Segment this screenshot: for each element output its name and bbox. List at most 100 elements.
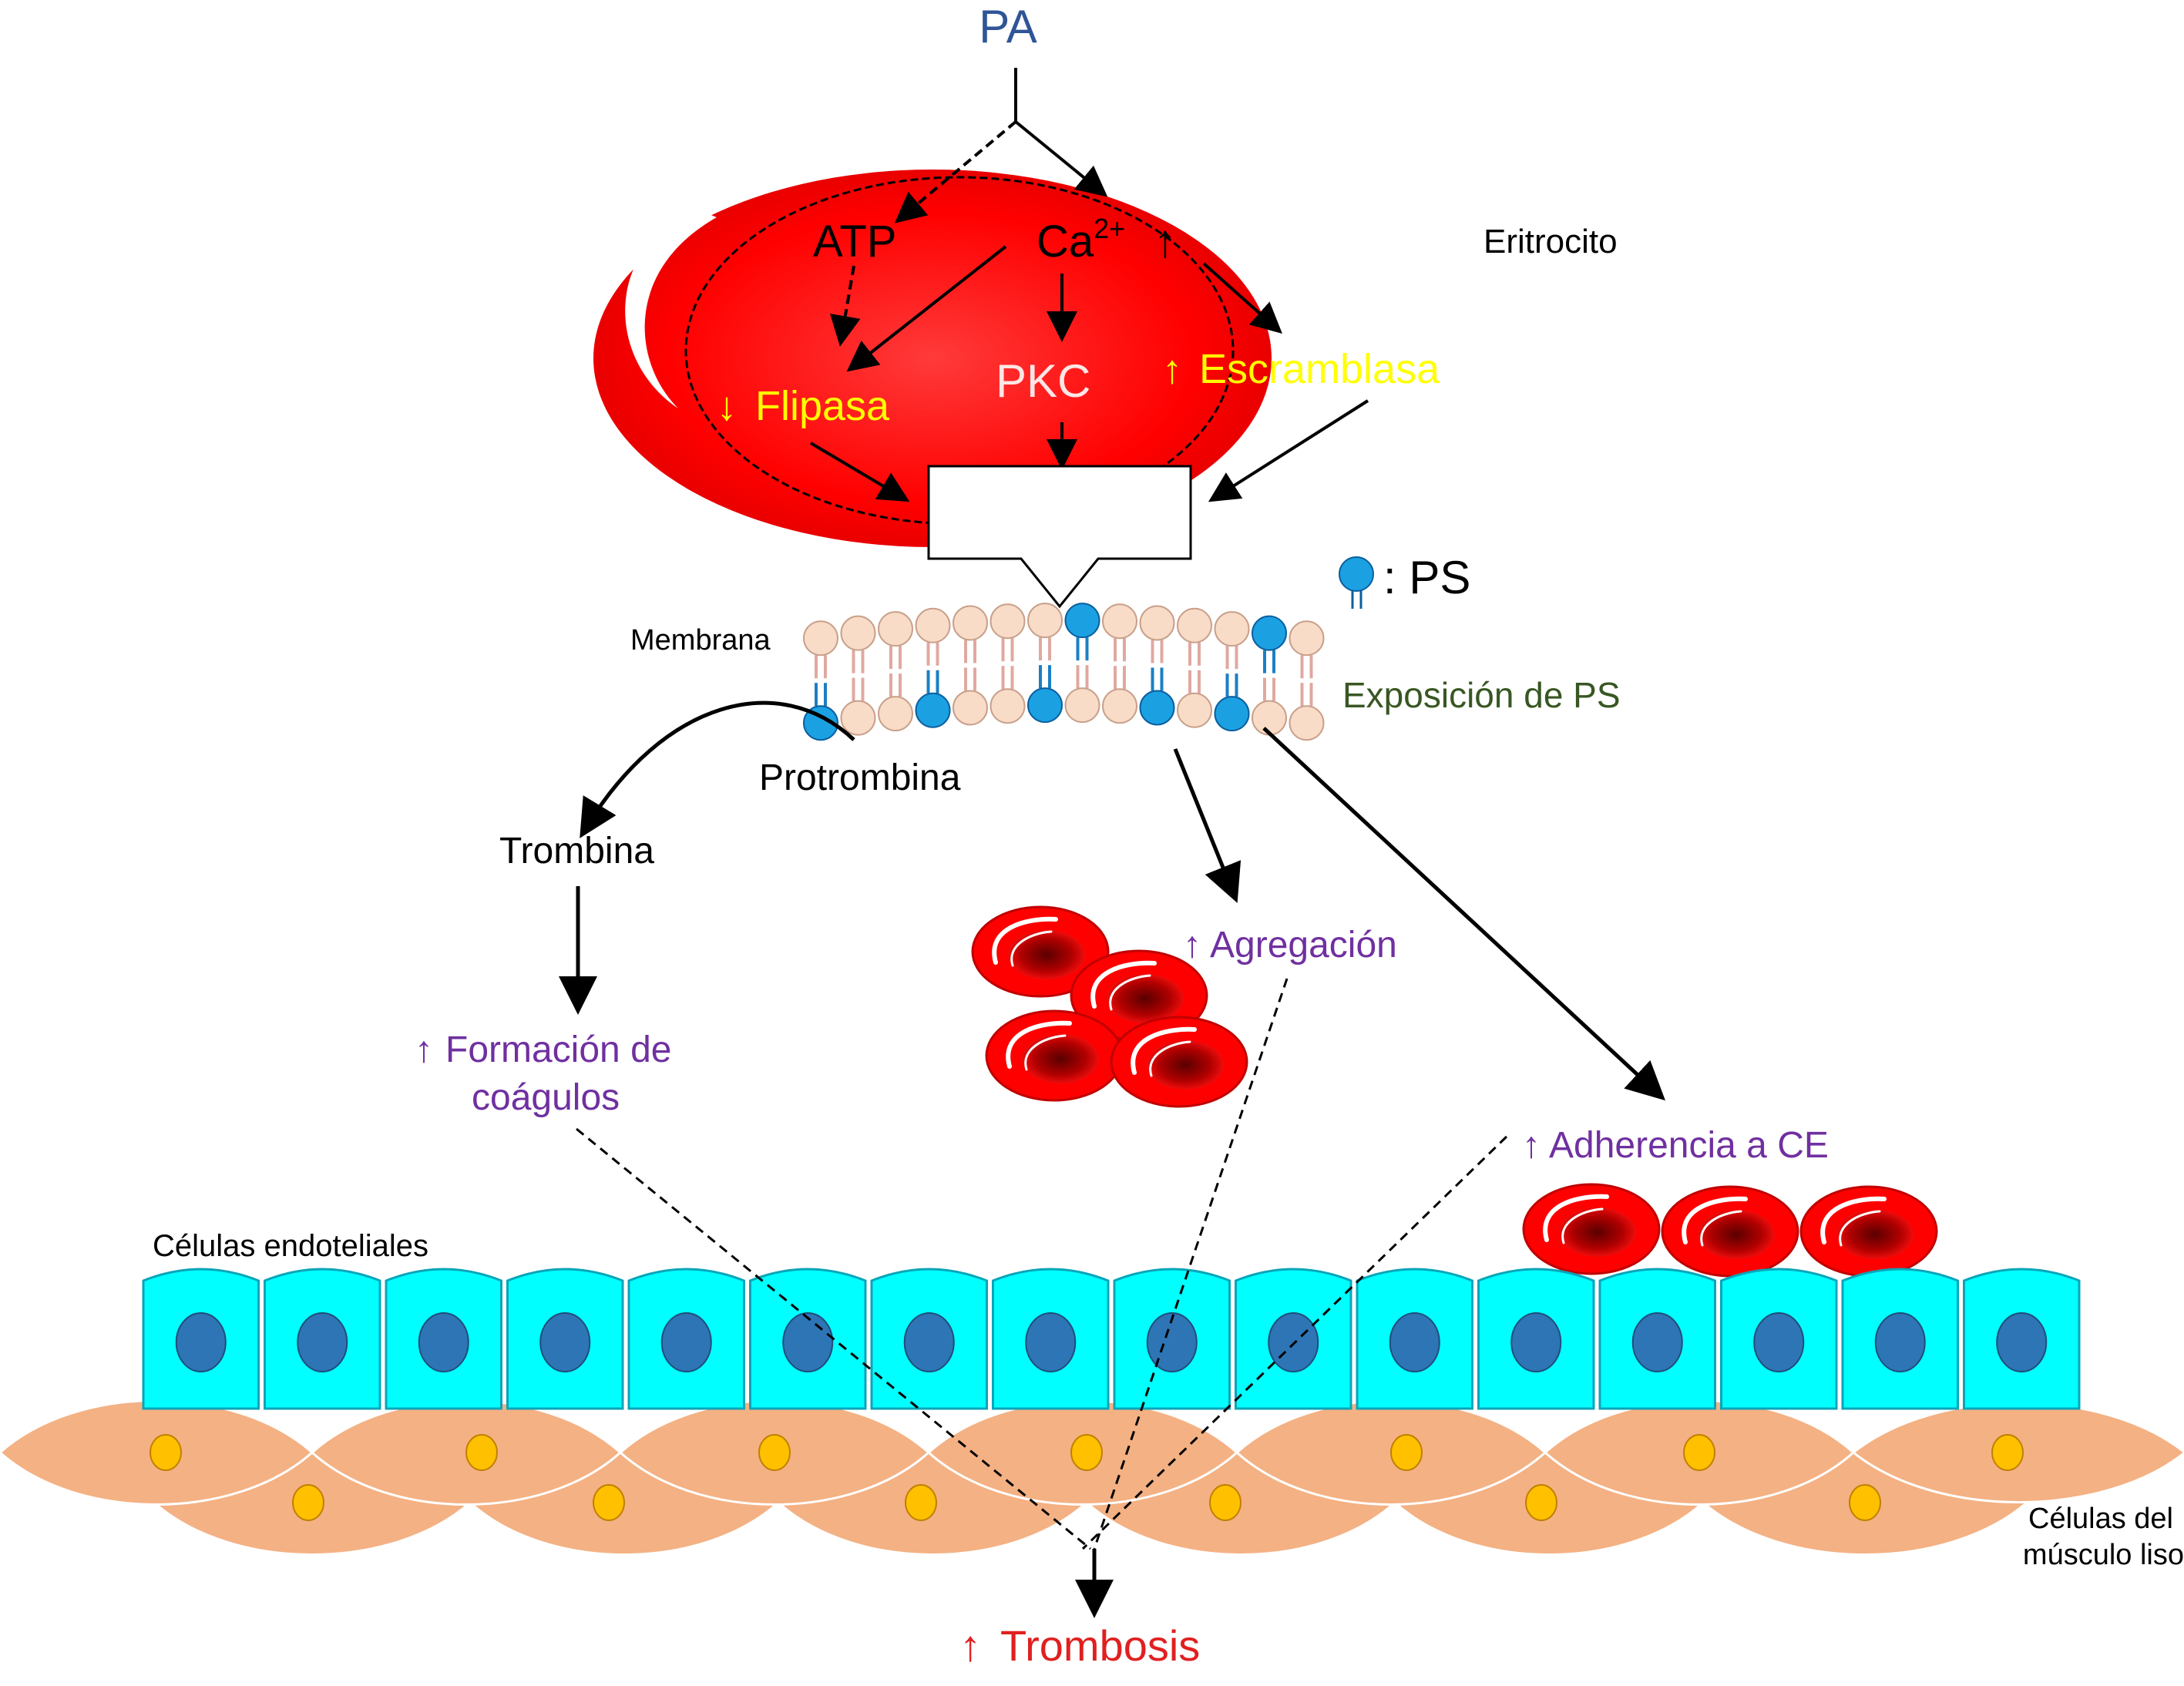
arrow-ps-to-adherencia xyxy=(1262,727,1665,1101)
endothelial-nucleus xyxy=(1874,1312,1926,1372)
aggregated-rbc-cluster xyxy=(973,907,1247,1107)
muscle-nucleus xyxy=(292,1484,324,1521)
endothelial-nucleus xyxy=(660,1312,712,1372)
muscle-nucleus xyxy=(1849,1484,1881,1521)
arrow-atp-to-flipasa xyxy=(830,265,861,347)
lipid-head xyxy=(840,700,876,736)
ps-head xyxy=(1252,615,1287,651)
phospholipid-pair xyxy=(915,607,951,728)
arrow-ps-to-agregacion xyxy=(1173,748,1242,903)
arrow-pa-to-atp xyxy=(894,120,1017,223)
endothelial-nucleus xyxy=(1510,1312,1562,1372)
ca-up-arrow: ↑ xyxy=(1154,215,1177,267)
lipid-head xyxy=(1289,620,1325,657)
phospholipid-pair xyxy=(840,615,876,736)
celulas-endoteliales-label: Células endoteliales xyxy=(153,1229,428,1263)
erythrocyte xyxy=(593,170,1272,547)
arrow-ca-to-escramblasa xyxy=(1202,262,1282,334)
phospholipid-pair xyxy=(1102,603,1137,724)
formacion-label-2: coágulos xyxy=(472,1077,620,1118)
endothelial-nucleus xyxy=(782,1312,834,1372)
phospholipid-pair xyxy=(878,611,913,732)
lipid-head xyxy=(1252,700,1287,736)
arrow-flipasa-to-box xyxy=(809,442,910,502)
arrow-pa-to-ca xyxy=(1014,120,1108,197)
pa-label: PA xyxy=(979,1,1037,52)
dashed-coagulos-to-trombosis xyxy=(576,1127,1091,1550)
phospholipid-pair xyxy=(1027,603,1063,724)
lipid-head xyxy=(1289,705,1325,741)
endothelial-nucleus xyxy=(1025,1312,1077,1372)
lipid-head xyxy=(1214,611,1250,647)
adherencia-label: Adherencia a CE xyxy=(1549,1125,1829,1166)
muscle-nucleus xyxy=(465,1434,498,1471)
musculo-label-1: Células del xyxy=(2028,1503,2173,1535)
lipid-head xyxy=(990,688,1026,724)
lipid-head xyxy=(878,611,913,647)
lipid-head xyxy=(915,607,951,643)
ca-superscript: 2+ xyxy=(1094,213,1125,244)
adherent-rbc-row xyxy=(1524,1184,1937,1276)
muscle-nucleus xyxy=(1209,1484,1242,1521)
arrow-protrombina-to-trombina xyxy=(580,700,855,838)
result-box-arrow xyxy=(927,465,1192,609)
converging-dashed-lines xyxy=(576,978,1508,1550)
phospholipid-pair xyxy=(1289,620,1325,741)
red-blood-cell-icon xyxy=(986,1011,1122,1100)
lipid-head xyxy=(1177,692,1212,728)
ca-label: Ca2+ xyxy=(1037,213,1125,267)
eritrocito-label: Eritrocito xyxy=(1483,223,1618,260)
red-blood-cell-icon xyxy=(1801,1187,1937,1276)
ps-head xyxy=(915,692,951,728)
lipid-head xyxy=(1102,688,1137,724)
endothelial-nucleus xyxy=(418,1312,469,1372)
escramblasa-up-arrow: ↑ xyxy=(1162,348,1182,392)
ps-legend-label: : PS xyxy=(1383,552,1470,603)
lipid-head xyxy=(990,603,1026,640)
smooth-muscle-layer xyxy=(0,1399,2184,1556)
endothelial-nucleus xyxy=(297,1312,348,1372)
ps-head xyxy=(1214,696,1250,732)
adherencia-up-arrow: ↑ xyxy=(1522,1125,1541,1166)
ps-head xyxy=(1139,690,1175,726)
atp-label: ATP xyxy=(813,217,897,267)
phospholipid-pair xyxy=(953,605,988,726)
lipid-head xyxy=(1064,687,1100,724)
endothelial-nucleus xyxy=(175,1312,227,1372)
phospholipid-pair xyxy=(990,603,1026,724)
trombina-label: Trombina xyxy=(499,831,654,872)
phospholipid-pair xyxy=(1214,611,1250,732)
muscle-nucleus xyxy=(758,1434,791,1471)
endothelial-nucleus xyxy=(1268,1312,1319,1372)
muscle-nucleus xyxy=(593,1484,625,1521)
endothelial-layer xyxy=(142,1268,2081,1410)
red-blood-cell-icon xyxy=(1524,1184,1659,1274)
red-blood-cell-icon xyxy=(1662,1187,1798,1276)
erythrocyte-membrane-dashed xyxy=(684,176,1235,526)
protrombina-label: Protrombina xyxy=(759,757,961,798)
muscle-nucleus xyxy=(1683,1434,1715,1471)
formacion-up-arrow: ↑ xyxy=(415,1029,433,1070)
pkc-label: PKC xyxy=(996,355,1090,407)
muscle-nucleus xyxy=(1525,1484,1557,1521)
membrana-label: Membrana xyxy=(630,624,771,657)
flipasa-down-arrow: ↓ xyxy=(717,385,737,429)
ps-head xyxy=(1027,687,1063,724)
muscle-nucleus xyxy=(1070,1434,1103,1471)
lipid-head xyxy=(953,605,988,641)
endothelial-nucleus xyxy=(1389,1312,1440,1372)
lipid-head xyxy=(840,615,876,651)
phospholipid-pair xyxy=(1252,615,1287,736)
endothelial-nucleus xyxy=(539,1312,591,1372)
trombosis-label: Trombosis xyxy=(1000,1621,1200,1670)
exposicion-ps-label: Exposición de PS xyxy=(1342,675,1621,715)
lipid-head xyxy=(953,690,988,726)
dashed-agregacion-to-trombosis xyxy=(1093,978,1289,1550)
lipid-head xyxy=(1177,607,1212,643)
lipid-head xyxy=(878,696,913,732)
trombosis-up-arrow: ↑ xyxy=(959,1621,981,1670)
endothelial-nucleus xyxy=(903,1312,955,1372)
agregacion-up-arrow: ↑ xyxy=(1183,925,1201,966)
lipid-head xyxy=(1027,603,1063,639)
